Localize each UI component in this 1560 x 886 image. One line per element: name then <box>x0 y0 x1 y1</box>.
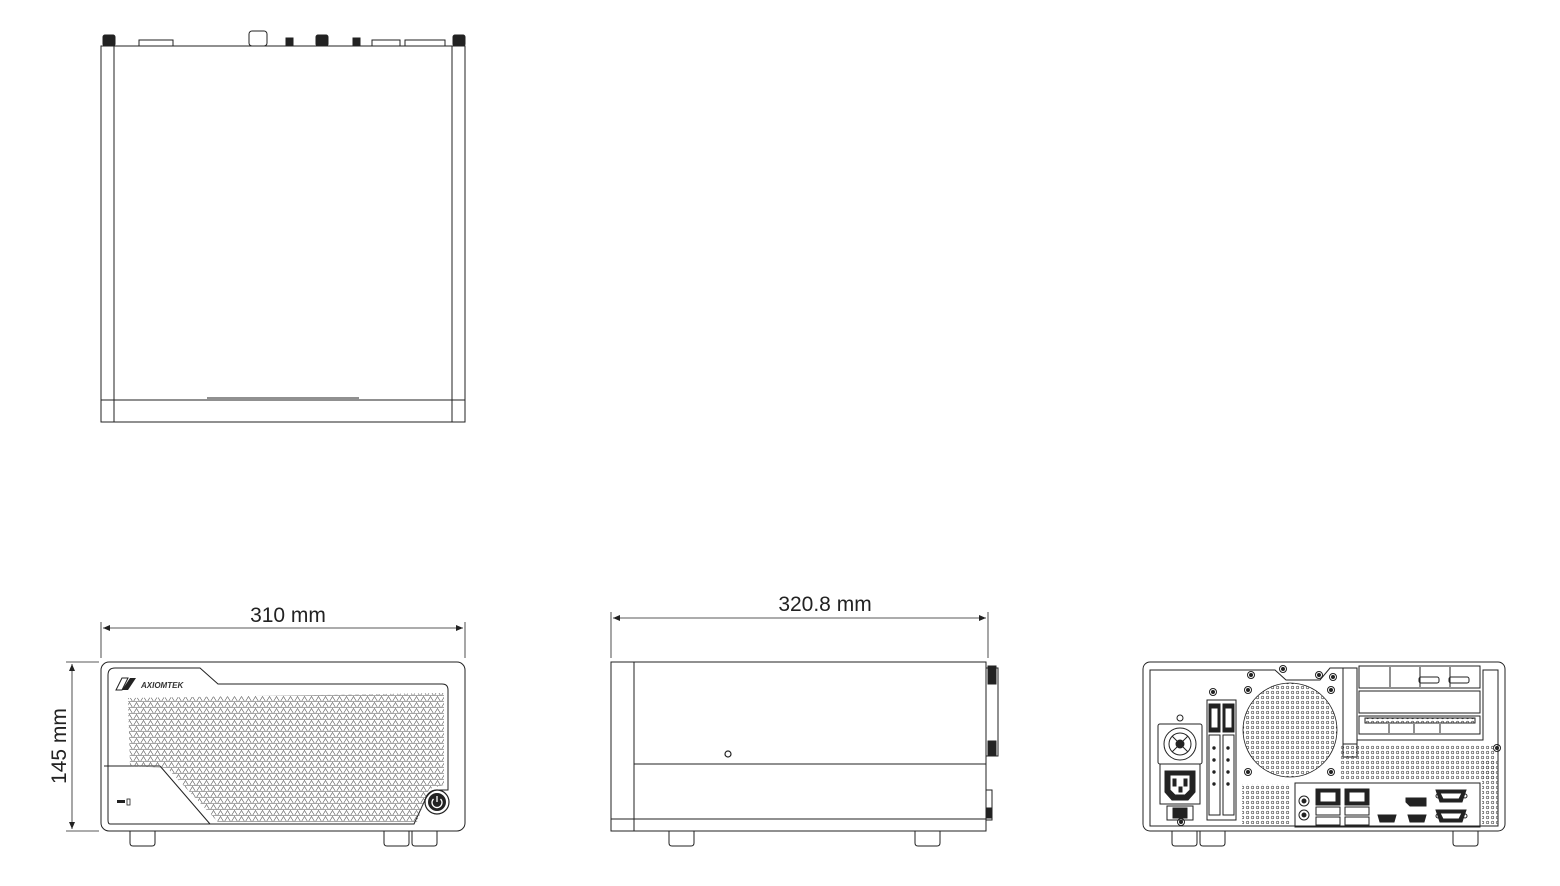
depth-label: 320.8 mm <box>778 593 871 616</box>
rear-connectors-top <box>102 30 466 47</box>
rear-screws <box>1176 665 1501 826</box>
status-leds <box>117 798 131 806</box>
drive-bays <box>1206 699 1237 821</box>
io-panel <box>1294 782 1481 828</box>
rear-feet <box>1171 831 1479 847</box>
ac-inlet <box>1159 763 1201 821</box>
width-label: 310 mm <box>250 604 326 627</box>
rear-vent-right <box>1340 745 1496 780</box>
top-view <box>100 30 466 423</box>
rear-view <box>1142 661 1506 847</box>
brand-logo-text: AXIOMTEK <box>140 681 184 690</box>
rear-fan-grill <box>1242 682 1338 778</box>
depth-dimension: 320.8 mm <box>610 593 989 658</box>
front-feet <box>129 831 438 847</box>
height-label: 145 mm <box>48 708 71 784</box>
power-button <box>424 789 450 815</box>
height-dimension: 145 mm <box>48 661 99 832</box>
side-view <box>610 661 999 847</box>
expansion-slots <box>1342 665 1481 745</box>
psu-fan <box>1157 723 1203 765</box>
rear-vent-left <box>1242 784 1290 824</box>
width-dimension: 310 mm <box>100 604 466 658</box>
front-view: AXIOMTEK <box>100 661 466 847</box>
brand-logo: AXIOMTEK <box>115 677 184 691</box>
front-grill <box>128 693 444 822</box>
rear-vent-right-lower <box>1482 760 1498 824</box>
